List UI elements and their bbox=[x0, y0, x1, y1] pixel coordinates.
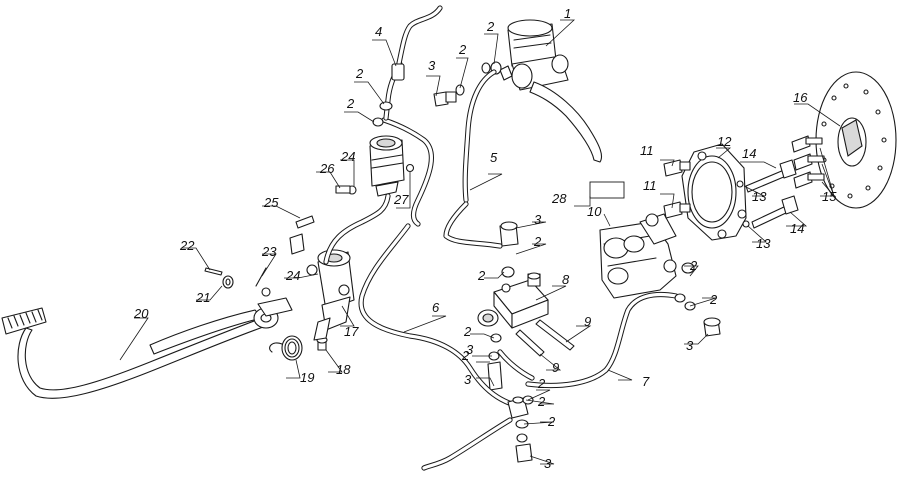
callout-2: 2 bbox=[461, 348, 470, 363]
return-spring bbox=[269, 335, 303, 361]
leader-lines bbox=[119, 19, 841, 465]
callout-19: 19 bbox=[300, 370, 314, 385]
reference-box bbox=[589, 181, 625, 199]
callout-2: 2 bbox=[458, 42, 467, 57]
callout-2: 2 bbox=[486, 19, 495, 34]
rear-brake-caliper bbox=[599, 213, 721, 337]
brake-line-7 bbox=[497, 291, 679, 389]
callout-27: 27 bbox=[393, 192, 409, 207]
callout-26: 26 bbox=[319, 161, 335, 176]
callout-3: 3 bbox=[464, 372, 472, 387]
callout-11: 11 bbox=[640, 143, 654, 158]
callout-13: 13 bbox=[752, 189, 767, 204]
callout-2: 2 bbox=[537, 376, 546, 391]
callout-24: 24 bbox=[285, 268, 300, 283]
callout-2: 2 bbox=[709, 292, 718, 307]
disc-bolts bbox=[791, 135, 825, 189]
callout-17: 17 bbox=[344, 324, 359, 339]
callout-13: 13 bbox=[756, 236, 771, 251]
callout-25: 25 bbox=[263, 195, 279, 210]
lower-tee bbox=[421, 395, 534, 471]
callout-14: 14 bbox=[742, 146, 756, 161]
callout-7: 7 bbox=[642, 374, 650, 389]
pedal-hardware bbox=[204, 267, 328, 351]
callout-2: 2 bbox=[346, 96, 355, 111]
callout-2: 2 bbox=[547, 414, 556, 429]
brake-line-4 bbox=[379, 5, 443, 111]
callout-6: 6 bbox=[432, 300, 440, 315]
callout-18: 18 bbox=[336, 362, 351, 377]
callout-8: 8 bbox=[562, 272, 570, 287]
callout-2: 2 bbox=[355, 66, 364, 81]
callout-24: 24 bbox=[340, 149, 355, 164]
callout-20: 20 bbox=[133, 306, 149, 321]
brake-line-6 bbox=[358, 223, 515, 407]
callout-16: 16 bbox=[793, 90, 808, 105]
callout-3: 3 bbox=[544, 456, 552, 471]
distributor-block bbox=[477, 221, 575, 391]
callout-2: 2 bbox=[537, 394, 546, 409]
callout-22: 22 bbox=[179, 238, 195, 253]
fluid-reservoir bbox=[335, 135, 415, 197]
bracket-bolts bbox=[663, 159, 799, 229]
callout-15: 15 bbox=[822, 189, 837, 204]
callout-3: 3 bbox=[686, 338, 694, 353]
callout-11: 11 bbox=[643, 178, 657, 193]
callout-3: 3 bbox=[428, 58, 436, 73]
callout-21: 21 bbox=[195, 290, 210, 305]
callout-2: 2 bbox=[533, 234, 542, 249]
brake-disc bbox=[815, 71, 897, 209]
callout-labels: 1 2 2 3 4 2 2 5 16 12 11 14 13 15 11 14 … bbox=[133, 6, 837, 471]
callout-1: 1 bbox=[564, 6, 571, 21]
callout-3: 3 bbox=[534, 212, 542, 227]
callout-10: 10 bbox=[587, 204, 602, 219]
brake-pedal bbox=[1, 297, 293, 399]
banjo-bolts-top bbox=[372, 62, 491, 127]
callout-4: 4 bbox=[375, 24, 382, 39]
callout-2: 2 bbox=[463, 324, 472, 339]
caliper-bracket bbox=[681, 143, 747, 241]
callout-9: 9 bbox=[552, 360, 559, 375]
front-master-cylinder bbox=[490, 19, 603, 163]
callout-3: 3 bbox=[466, 342, 474, 357]
callout-12: 12 bbox=[717, 134, 732, 149]
brake-line-5 bbox=[443, 69, 503, 249]
callout-9: 9 bbox=[584, 314, 591, 329]
callout-2: 2 bbox=[477, 268, 486, 283]
callout-23: 23 bbox=[261, 244, 277, 259]
callout-28: 28 bbox=[551, 191, 567, 206]
callout-14: 14 bbox=[790, 221, 804, 236]
callout-2: 2 bbox=[689, 258, 698, 273]
callout-5: 5 bbox=[490, 150, 498, 165]
